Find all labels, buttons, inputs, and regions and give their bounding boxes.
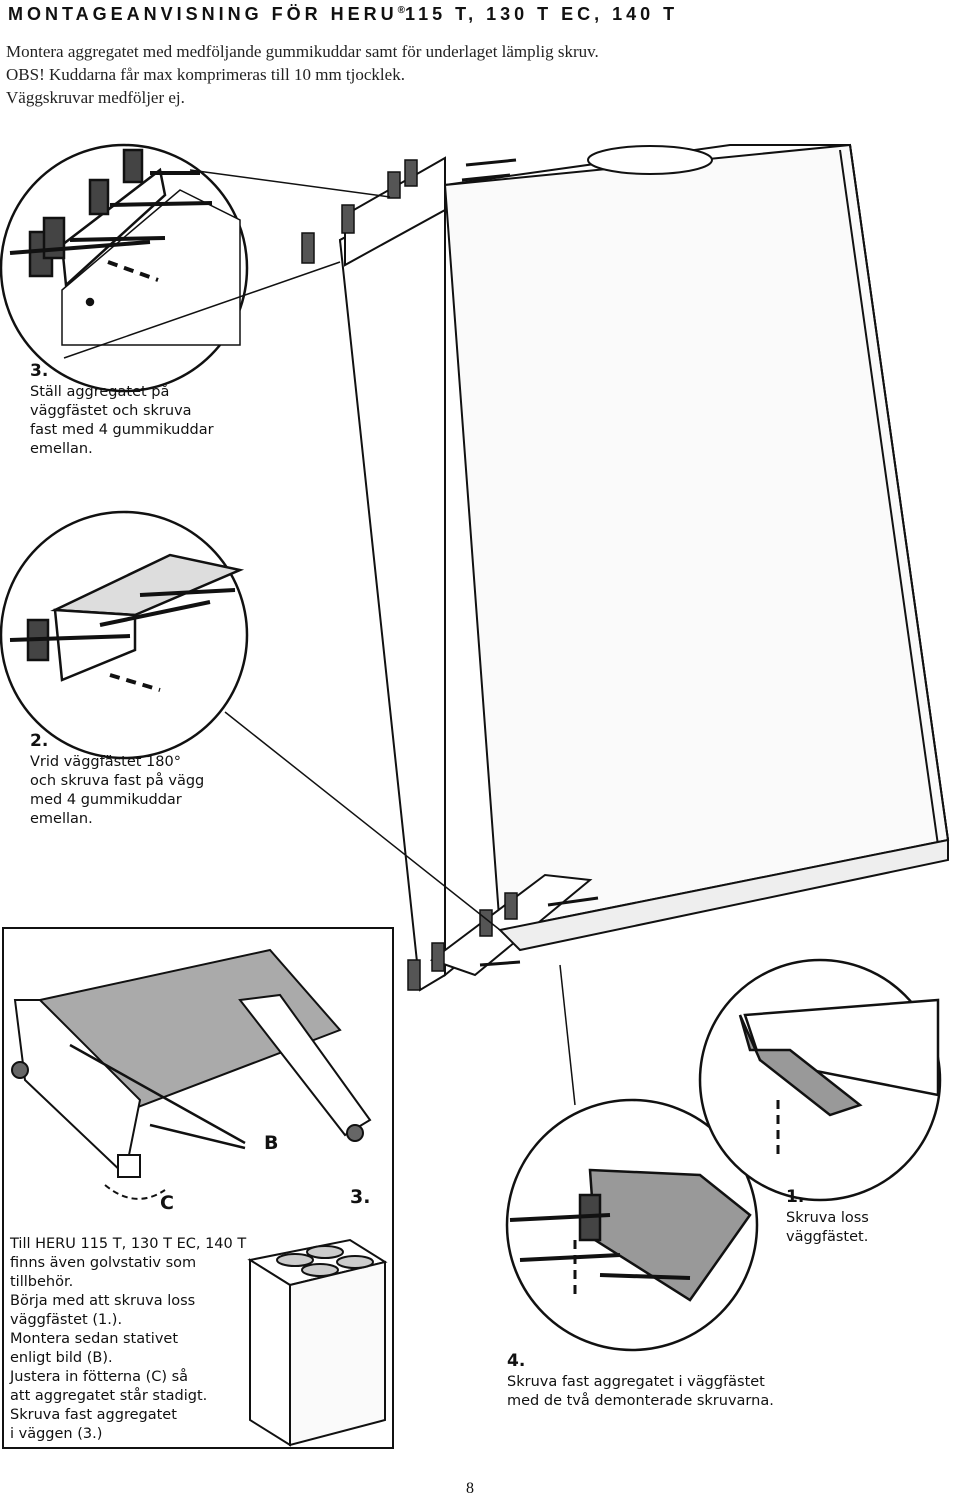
step-1-line-2: väggfästet.: [786, 1229, 869, 1245]
label-c: C: [160, 1192, 174, 1214]
box-line-11: i väggen (3.): [10, 1426, 103, 1442]
step-3-instruction: 3. Ställ aggregatet på väggfästet och sk…: [30, 362, 214, 459]
page-number: 8: [466, 1480, 474, 1497]
label-b: B: [264, 1132, 279, 1154]
box-line-3: tillbehör.: [10, 1274, 74, 1290]
step-3-line-4: emellan.: [30, 441, 93, 457]
step-1-instruction: 1. Skruva loss väggfästet.: [786, 1188, 869, 1247]
floor-stand-box: [2, 927, 394, 1449]
box-line-5: väggfästet (1.).: [10, 1312, 123, 1328]
main-unit-screws: [461, 158, 599, 967]
title-models: 115 T, 130 T EC, 140 T: [405, 4, 679, 24]
box-line-8: Justera in fötterna (C) så: [10, 1369, 189, 1385]
detail-circle-2: [0, 510, 501, 931]
intro-line-1: Montera aggregatet med medföljande gummi…: [6, 42, 599, 61]
step-1-line-1: Skruva loss: [786, 1210, 869, 1226]
main-unit-drawing: [338, 143, 950, 992]
floor-stand-text: Till HERU 115 T, 130 T EC, 140 T finns ä…: [10, 1235, 250, 1444]
step-3-line-2: väggfästet och skruva: [30, 403, 192, 419]
step-4-line-2: med de två demonterade skruvarna.: [507, 1393, 774, 1409]
detail-circle-4: [505, 964, 759, 1352]
step-4-instruction: 4. Skruva fast aggregatet i väggfästet m…: [507, 1352, 774, 1411]
label-step-3: 3.: [350, 1186, 371, 1208]
step-2-line-2: och skruva fast på vägg: [30, 773, 205, 789]
step-3-line-1: Ställ aggregatet på: [30, 384, 170, 400]
page-title: MONTAGEANVISNING FÖR HERU®115 T, 130 T E…: [8, 4, 678, 25]
step-2-line-1: Vrid väggfästet 180°: [30, 754, 181, 770]
step-2-number: 2.: [30, 731, 49, 751]
registered-mark: ®: [397, 5, 406, 16]
main-unit-pads: [301, 159, 518, 991]
box-line-2: finns även golvstativ som: [10, 1255, 197, 1271]
intro-text: Montera aggregatet med medföljande gummi…: [6, 40, 599, 109]
box-line-1: Till HERU 115 T, 130 T EC, 140 T: [10, 1236, 247, 1252]
box-line-7: enligt bild (B).: [10, 1350, 113, 1366]
step-3-line-3: fast med 4 gummikuddar: [30, 422, 214, 438]
box-line-6: Montera sedan stativet: [10, 1331, 179, 1347]
step-2-line-4: emellan.: [30, 811, 93, 827]
step-2-line-3: med 4 gummikuddar: [30, 792, 182, 808]
step-4-number: 4.: [507, 1351, 526, 1371]
step-4-line-1: Skruva fast aggregatet i väggfästet: [507, 1374, 765, 1390]
intro-line-3: Väggskruvar medföljer ej.: [6, 88, 185, 107]
box-line-10: Skruva fast aggregatet: [10, 1407, 177, 1423]
step-1-number: 1.: [786, 1187, 805, 1207]
detail-circle-3: [0, 143, 391, 393]
detail-circle-1: [698, 958, 942, 1202]
box-line-9: att aggregatet står stadigt.: [10, 1388, 208, 1404]
step-2-instruction: 2. Vrid väggfästet 180° och skruva fast …: [30, 732, 204, 829]
intro-line-2: OBS! Kuddarna får max komprimeras till 1…: [6, 65, 405, 84]
title-text: MONTAGEANVISNING FÖR HERU: [8, 4, 398, 24]
box-line-4: Börja med att skruva loss: [10, 1293, 196, 1309]
step-3-number: 3.: [30, 361, 49, 381]
